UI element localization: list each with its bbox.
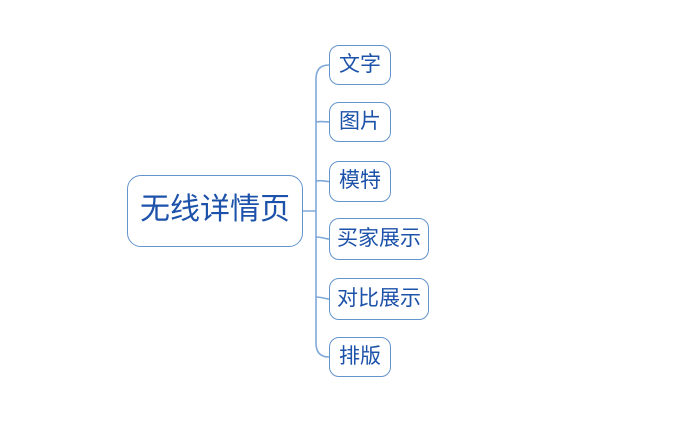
mindmap-node-comparison-show[interactable]: 对比展示 xyxy=(329,278,429,320)
connector-spine xyxy=(315,64,330,358)
node-label: 图片 xyxy=(339,108,381,133)
mindmap-node-model[interactable]: 模特 xyxy=(329,161,391,202)
root-node-label: 无线详情页 xyxy=(140,193,290,226)
node-label: 买家展示 xyxy=(337,225,421,250)
mindmap-node-buyer-show[interactable]: 买家展示 xyxy=(329,218,429,260)
mindmap-root-node[interactable]: 无线详情页 xyxy=(127,175,303,247)
connector-child-3 xyxy=(315,179,330,183)
mindmap-node-image[interactable]: 图片 xyxy=(329,102,391,142)
connector-child-5 xyxy=(315,296,330,300)
node-label: 模特 xyxy=(339,168,381,192)
mindmap-node-text[interactable]: 文字 xyxy=(329,45,391,85)
connector-child-4 xyxy=(315,236,330,240)
node-label: 文字 xyxy=(339,51,381,76)
mindmap-node-layout[interactable]: 排版 xyxy=(329,337,391,377)
node-label: 排版 xyxy=(339,343,381,368)
node-label: 对比展示 xyxy=(337,285,421,310)
